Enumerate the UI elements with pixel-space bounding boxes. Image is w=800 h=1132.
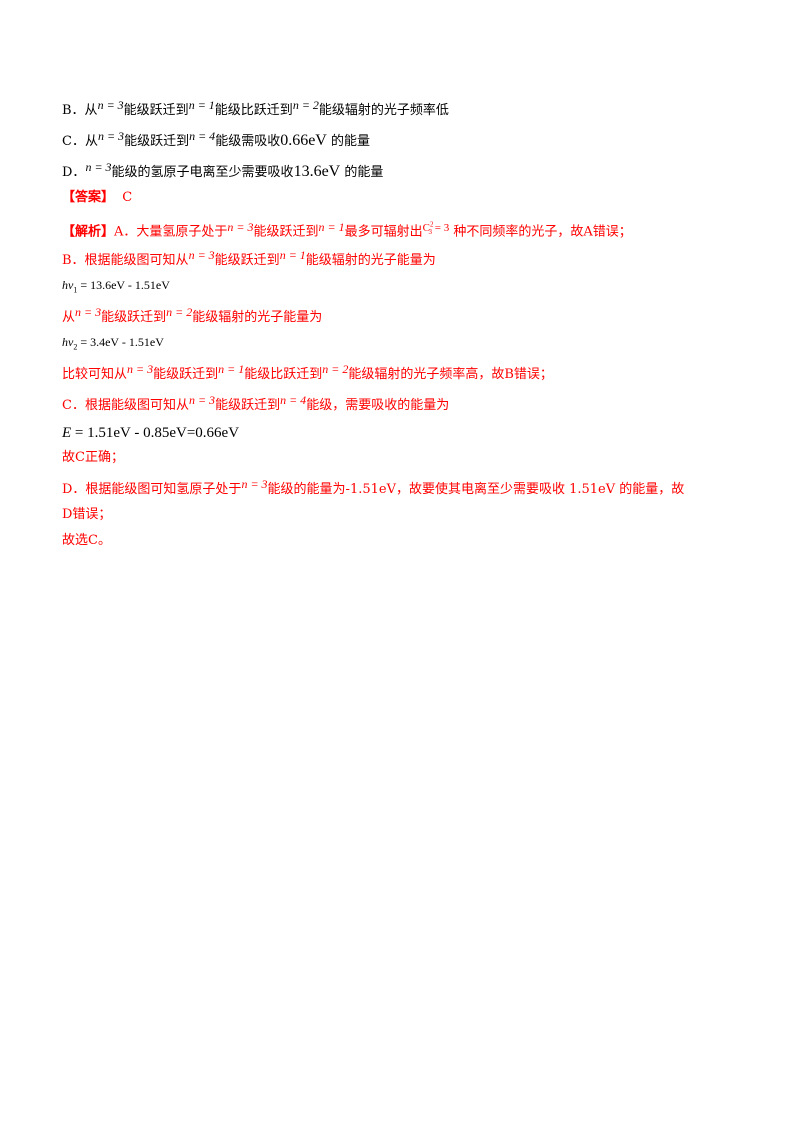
- answer-line: 【答案】 C: [62, 188, 132, 208]
- option-c: C．从n = 3能级跃迁到n = 4能级需吸收0.66eV 的能量: [62, 129, 371, 149]
- analysis-b1: B．根据能级图可知从n = 3能级跃迁到n = 1能级辐射的光子能量为: [62, 248, 436, 268]
- equation-1: hν1 = 13.6eV - 1.51eV: [62, 278, 170, 295]
- analysis-c2: 故C正确；: [62, 450, 124, 465]
- equation-3: E = 1.51eV - 0.85eV=0.66eV: [62, 425, 240, 441]
- combination-formula: C23 = 3: [422, 220, 450, 236]
- answer-label: 【答案】: [62, 190, 115, 205]
- option-b: B．从n = 3能级跃迁到n = 1能级比跃迁到n = 2能级辐射的光子频率低: [62, 98, 449, 118]
- analysis-a: 【解析】A．大量氢原子处于n = 3能级跃迁到n = 1最多可辐射出C23 = …: [62, 219, 632, 240]
- analysis-b3: 比较可知从n = 3能级跃迁到n = 1能级比跃迁到n = 2能级辐射的光子频率…: [62, 362, 553, 382]
- analysis-label: 【解析】: [62, 224, 115, 240]
- option-d: D．n = 3能级的氢原子电离至少需要吸收13.6eV 的能量: [62, 160, 384, 180]
- analysis-d1: D．根据能级图可知氢原子处于n = 3能级的能量为-1.51eV，故要使其电离至…: [62, 477, 685, 497]
- analysis-b2: 从n = 3能级跃迁到n = 2能级辐射的光子能量为: [62, 305, 323, 325]
- equation-2: hν2 = 3.4eV - 1.51eV: [62, 335, 164, 352]
- analysis-c1: C．根据能级图可知从n = 3能级跃迁到n = 4能级，需要吸收的能量为: [62, 393, 450, 413]
- answer-value: C: [122, 190, 133, 205]
- analysis-d2: D错误；: [62, 507, 112, 522]
- final-answer: 故选C。: [62, 533, 111, 548]
